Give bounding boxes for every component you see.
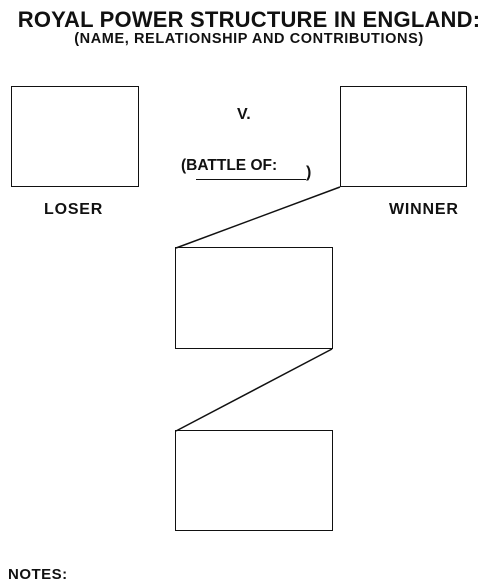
loser-box[interactable]: [11, 86, 139, 187]
connector-line-winner-to-heir: [175, 186, 341, 249]
battle-of-label: (BATTLE OF:: [181, 157, 278, 174]
successor-box[interactable]: [175, 430, 333, 531]
loser-label: LOSER: [44, 201, 104, 218]
worksheet-title: ROYAL POWER STRUCTURE IN ENGLAND:: [17, 7, 481, 32]
connector-line-heir-to-successor: [175, 348, 333, 432]
winner-label: WINNER: [389, 201, 459, 218]
battle-name-blank[interactable]: [196, 179, 306, 180]
versus-label: V.: [237, 106, 251, 123]
winner-box[interactable]: [340, 86, 467, 187]
notes-label: NOTES:: [8, 566, 68, 583]
heir-box[interactable]: [175, 247, 333, 349]
battle-close-paren: ): [306, 164, 312, 181]
worksheet-subtitle: (NAME, RELATIONSHIP AND CONTRIBUTIONS): [74, 31, 424, 47]
